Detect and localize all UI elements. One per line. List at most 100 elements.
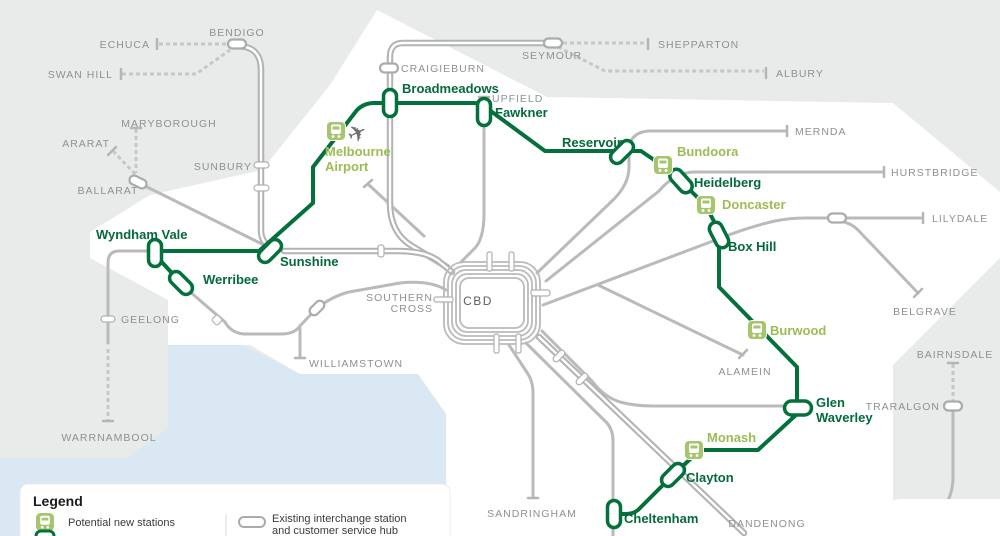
label-ararat: ARARAT [62, 138, 110, 150]
station-box-hill [707, 220, 731, 250]
new-station-labels: Melbourne Airport Bundoora Doncaster Bur… [325, 144, 826, 445]
station-fawkner [475, 96, 493, 128]
label-box-hill: Box Hill [728, 239, 776, 254]
legend-potential-new-icon [34, 529, 56, 536]
line-sunbury-city [280, 247, 456, 276]
label-traralgon: TRARALGON [866, 401, 940, 413]
label-cheltenham: Cheltenham [624, 511, 698, 526]
label-seymour: SEYMOUR [522, 50, 582, 62]
label-sunshine: Sunshine [280, 254, 339, 269]
line-upfield [459, 96, 486, 264]
station-glen-waverley [782, 399, 814, 417]
line-belgrave [842, 220, 920, 295]
label-heidelberg: Heidelberg [694, 175, 761, 190]
label-echuca: ECHUCA [100, 39, 150, 51]
label-burwood: Burwood [770, 323, 826, 338]
label-southern-cross-line1: SOUTHERN [366, 292, 433, 304]
potential-new-stations [326, 121, 767, 460]
line-terminus-marks [101, 37, 960, 500]
station-tick-marks [100, 161, 589, 386]
label-hurstbridge: HURSTBRIDGE [891, 167, 978, 179]
label-sunbury: SUNBURY [194, 161, 252, 173]
station-ballarat-junction [128, 174, 148, 190]
label-melbourne-airport-line1: Melbourne [325, 144, 391, 159]
legend-new-station-icon [36, 513, 54, 531]
label-albury: ALBURY [776, 68, 824, 80]
label-fawkner: Fawkner [495, 105, 548, 120]
station-traralgon [942, 400, 964, 412]
station-cheltenham [605, 498, 623, 530]
label-dandenong: DANDENONG [728, 518, 805, 530]
station-wyndham-vale [146, 237, 164, 269]
line-geelong [106, 249, 152, 345]
station-werribee-line-interchange [308, 299, 326, 317]
loop-station-labels: Wyndham Vale Werribee Sunshine Broadmead… [96, 81, 873, 526]
legend-item-new-stations: Potential new stations [68, 517, 176, 529]
station-clayton [659, 461, 687, 489]
label-shepparton: SHEPPARTON [658, 39, 739, 51]
legend-box: Legend Potential new stations Potential … [19, 483, 451, 536]
station-werribee [167, 269, 195, 297]
legend-interchange-icon [238, 516, 266, 528]
line-frankston [524, 341, 615, 536]
bottom-right-card [888, 499, 1000, 536]
station-ringwood [826, 212, 848, 224]
label-upfield: UPFIELD [492, 93, 543, 105]
label-bairnsdale: BAIRNSDALE [917, 349, 994, 361]
line-swan-hill [122, 48, 231, 76]
station-craigieburn [378, 62, 400, 74]
station-seymour [542, 37, 564, 49]
label-warrnambool: WARRNAMBOOL [61, 432, 156, 444]
legend-item-interchange-line2: and customer service hub [272, 525, 398, 536]
label-werribee: Werribee [203, 272, 258, 287]
label-doncaster: Doncaster [722, 197, 786, 212]
label-reservoir: Reservoir [562, 135, 622, 150]
label-clayton: Clayton [686, 470, 734, 485]
label-maryborough: MARYBOROUGH [121, 118, 216, 130]
label-bendigo: BENDIGO [209, 27, 264, 39]
label-swan-hill: SWAN HILL [48, 69, 113, 81]
new-station-icon-melbourne-airport [326, 121, 346, 141]
line-flemington-spur [367, 183, 426, 238]
line-sandringham [507, 343, 535, 499]
loop-interchange-stations [146, 87, 814, 530]
label-craigieburn: CRAIGIEBURN [401, 63, 485, 75]
station-reservoir [608, 138, 636, 166]
label-southern-cross-line2: CROSS [391, 303, 433, 315]
label-bundoora: Bundoora [677, 144, 739, 159]
legend-title: Legend [33, 493, 83, 509]
label-glen-waverley-line2: Waverley [816, 410, 873, 425]
label-williamstown: WILLIAMSTOWN [309, 358, 403, 370]
line-albury [557, 45, 764, 73]
label-broadmeadows: Broadmeadows [402, 81, 499, 96]
label-cbd: CBD [463, 294, 493, 308]
new-station-icon-burwood [747, 320, 767, 340]
existing-interchange-stations [128, 37, 964, 412]
label-mernda: MERNDA [795, 126, 847, 138]
regional-station-labels: ECHUCA BENDIGO SWAN HILL MARYBOROUGH ARA… [48, 27, 994, 530]
station-bendigo-junction [226, 38, 248, 50]
line-craigieburn-seymour [386, 39, 552, 271]
line-dandenong [535, 333, 748, 536]
new-station-icon-monash [684, 440, 704, 460]
new-station-icon-doncaster [696, 195, 716, 215]
label-lilydale: LILYDALE [932, 213, 988, 225]
line-glen-waverley [540, 329, 787, 408]
line-ballarat [139, 182, 270, 249]
label-melbourne-airport-line2: Airport [325, 159, 369, 174]
label-wyndham-vale: Wyndham Vale [96, 227, 188, 242]
label-sandringham: SANDRINGHAM [487, 508, 577, 520]
label-monash: Monash [707, 430, 756, 445]
line-ararat [111, 149, 137, 176]
line-alamein [596, 283, 745, 357]
legend-item-interchange-line1: Existing interchange station [272, 513, 407, 525]
label-alamein: ALAMEIN [718, 366, 771, 378]
station-broadmeadows [381, 87, 399, 119]
label-glen-waverley-line1: Glen [816, 395, 845, 410]
label-ballarat: BALLARAT [78, 185, 139, 197]
line-mernda [535, 129, 787, 275]
label-belgrave: BELGRAVE [893, 306, 957, 318]
station-sunshine [256, 237, 284, 265]
new-station-icon-bundoora [653, 155, 673, 175]
